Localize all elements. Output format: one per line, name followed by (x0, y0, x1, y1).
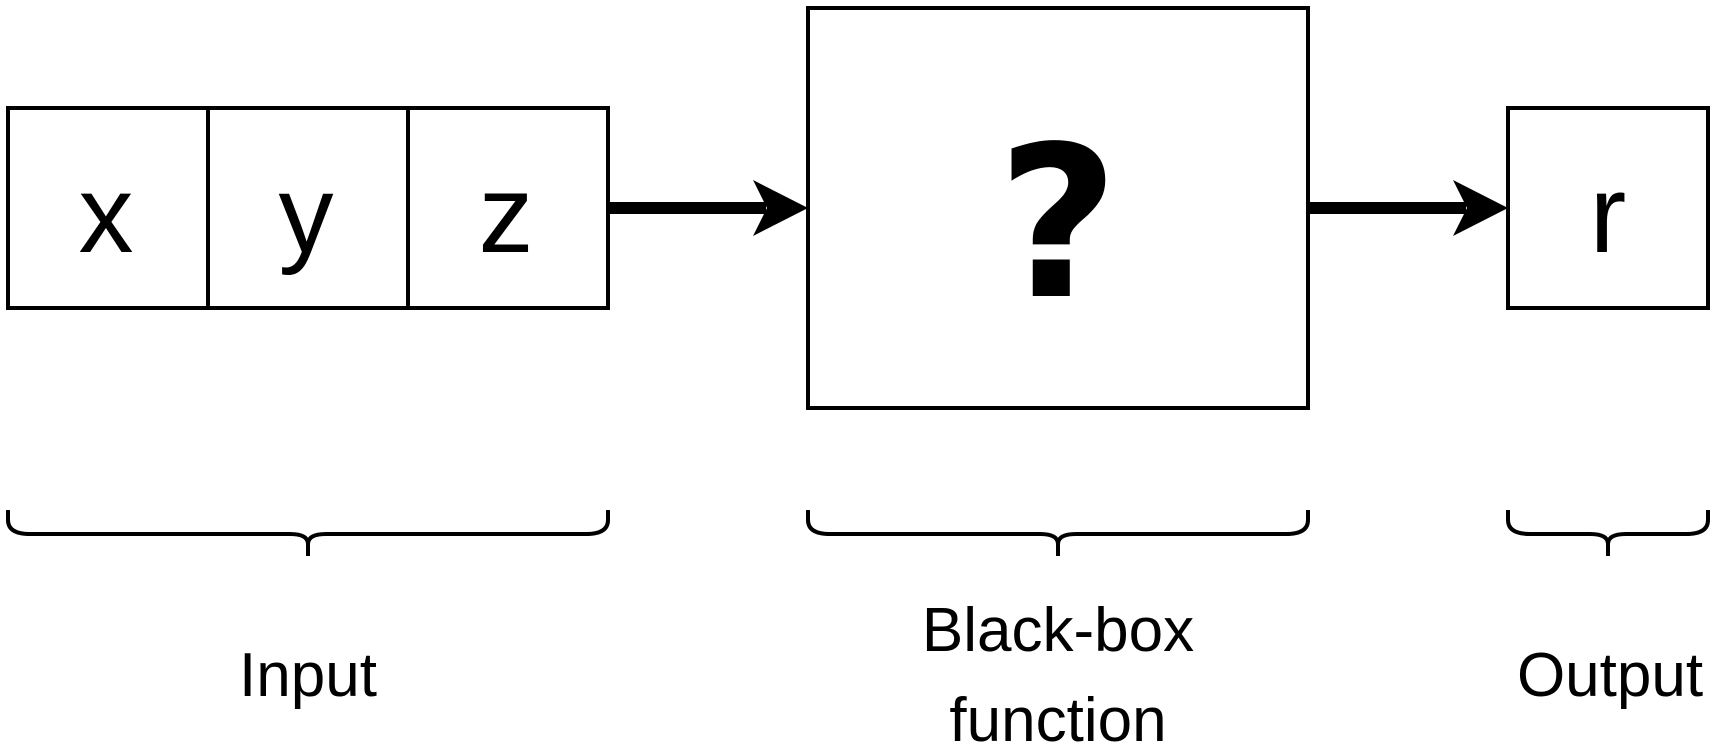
arrow-blackbox-to-output (1310, 180, 1508, 236)
output-cell-r (1506, 106, 1710, 310)
input-var-x: x (79, 153, 134, 276)
output-cells: r (1506, 106, 1710, 310)
blackbox-caption-line-1: Black-box (922, 596, 1194, 665)
output-caption: Output (1517, 641, 1703, 710)
blackbox: ? (806, 6, 1310, 410)
input-caption: Input (239, 641, 377, 710)
blackbox-caption-line-2: function (949, 686, 1166, 748)
blackbox-brace (806, 510, 1310, 556)
arrow-input-to-blackbox (610, 180, 808, 236)
input-cell-z (406, 106, 610, 310)
input-brace (6, 510, 610, 556)
output-brace (1506, 510, 1710, 556)
output-var-r: r (1590, 153, 1627, 276)
input-cells: x y z (6, 106, 610, 310)
question-mark-icon: ? (997, 101, 1119, 346)
blackbox-frame (806, 6, 1310, 410)
input-var-z: z (479, 153, 534, 276)
input-var-y: y (279, 153, 334, 276)
